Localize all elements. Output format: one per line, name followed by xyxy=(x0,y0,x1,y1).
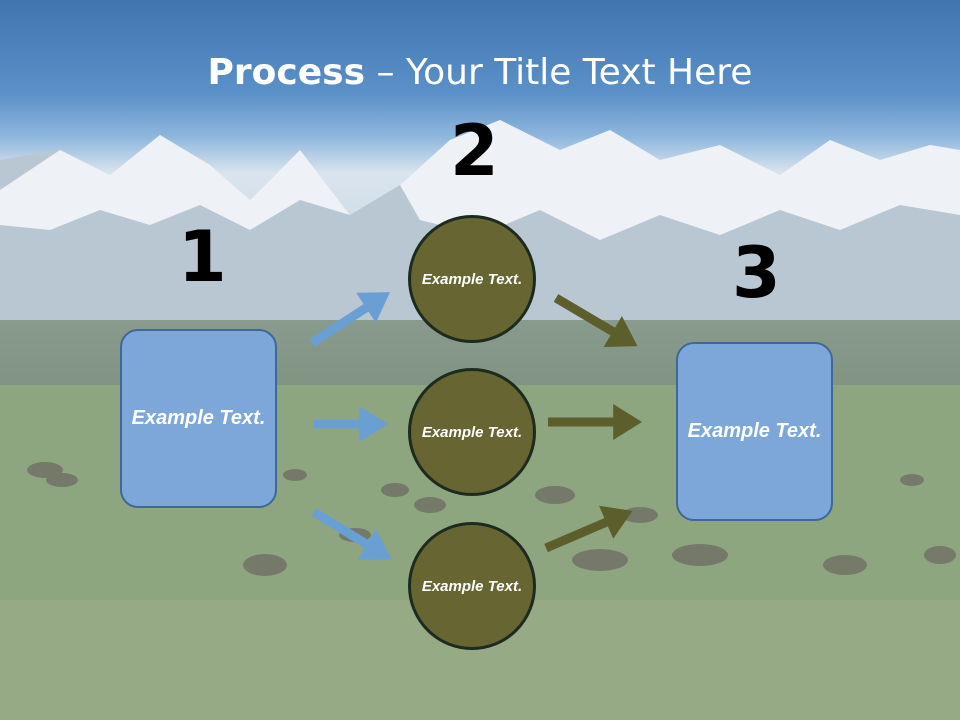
circle-middle: Example Text. xyxy=(408,368,536,496)
arrow-bottom-to-3 xyxy=(544,505,633,553)
circle-bottom: Example Text. xyxy=(408,522,536,650)
arrow-1-to-bottom xyxy=(311,508,392,560)
circle-bottom-text: Example Text. xyxy=(421,577,523,595)
circle-top: Example Text. xyxy=(408,215,536,343)
step-number-1: 1 xyxy=(178,216,227,298)
title-rest: – Your Title Text Here xyxy=(365,52,753,93)
title-bold: Process xyxy=(207,52,366,93)
circle-middle-text: Example Text. xyxy=(421,423,523,441)
step-number-3: 3 xyxy=(732,232,781,314)
slide-title: Process – Your Title Text Here xyxy=(0,52,960,93)
right-box-text: Example Text. xyxy=(687,420,822,442)
left-box-text: Example Text. xyxy=(131,407,266,429)
right-box: Example Text. xyxy=(676,342,833,521)
arrow-1-to-top xyxy=(309,292,391,347)
step-number-2: 2 xyxy=(450,110,499,192)
arrow-top-to-3 xyxy=(553,294,638,348)
circle-top-text: Example Text. xyxy=(421,270,523,288)
left-box: Example Text. xyxy=(120,329,277,508)
